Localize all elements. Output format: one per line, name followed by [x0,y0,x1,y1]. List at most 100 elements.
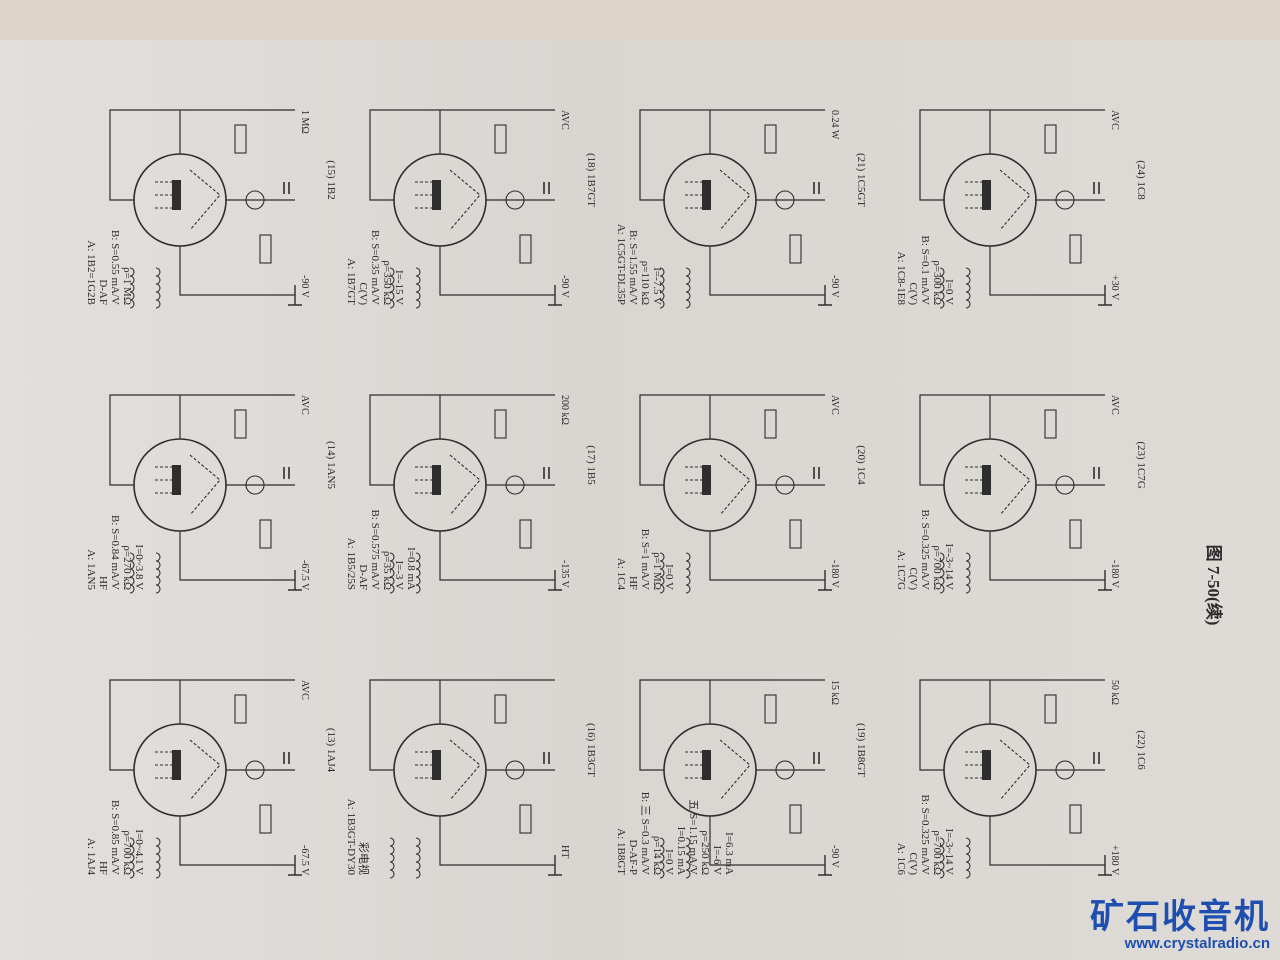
coil-winding [659,837,665,879]
resistor [789,804,802,834]
resistor [519,234,532,264]
circuit-param-label: B: S=0.325 mA/V [919,510,931,591]
resistor [789,234,802,264]
meter [505,475,525,495]
supply-voltage-label: -90 V [559,275,570,299]
circuit-param-label: B: S=0.55 mA/V [109,230,121,305]
circuit-param-label: ρ=350 kΩ [381,260,393,305]
meter [505,760,525,780]
ground-symbol [818,285,832,306]
tube-grid [415,739,481,801]
circuit-caption: (24) 1C8 [1135,160,1147,200]
meter [245,475,265,495]
ground-symbol [288,285,302,306]
coil-winding [129,837,135,879]
circuit-param-label: A: 1B7GT [345,258,357,305]
circuit-caption: (13) 1AJ4 [325,728,337,773]
coil-winding [939,837,945,879]
capacitor [283,182,290,194]
circuit-param-label: 彩电视 [357,842,371,875]
circuit-param-label: I=-3~14 V [943,829,955,876]
tube-cathode [982,180,991,210]
circuit-param-label: B: S=1.55 mA/V [627,230,639,305]
circuit-caption: (18) 1B7GT [585,153,597,207]
circuit-param-label: I=-6 V [711,845,723,875]
circuit-param-label: A: 1B2=1G2B [85,240,97,305]
circuit-param-label: D-AF [97,279,109,305]
capacitor [283,467,290,479]
extra-label: AVC [1109,395,1120,415]
ground-symbol [1098,285,1112,306]
tube-grid [965,169,1031,231]
supply-voltage-label: -90 V [829,275,840,299]
circuit-caption: (16) 1B3GT [585,723,597,777]
extra-label: 15 kΩ [829,680,840,705]
ground-symbol [818,570,832,591]
circuit-param-label: HF [627,576,639,590]
extra-label: AVC [1109,110,1120,130]
resistor [494,409,507,439]
circuit-param-label: B: S=0.85 mA/V [109,800,121,875]
coil-winding [155,837,161,879]
circuit-param-label: ρ=14 kΩ [651,836,663,875]
meter [775,760,795,780]
circuit-wiring [109,109,295,296]
circuit-wiring [919,109,1105,296]
ground-symbol [288,855,302,876]
ground-symbol [288,570,302,591]
circuit-param-label: I=0~3.8 V [133,544,145,590]
extra-label: 0.24 W [829,110,840,140]
resistor [1069,519,1082,549]
resistor [764,124,777,154]
tube-cathode [432,750,441,780]
circuit-caption: (23) 1C7G [1135,441,1147,488]
capacitor [813,752,820,764]
meter [245,760,265,780]
circuit-wiring [919,394,1105,581]
circuit-param-label: A: 1C8-1E8 [895,252,907,306]
circuit-param-label: I=-3 V [393,560,405,590]
circuit-wiring [369,679,555,866]
circuit-wiring [639,679,825,866]
coil-winding [415,267,421,309]
tube-grid [965,454,1031,516]
tube-cathode [702,750,711,780]
circuit-param-label: I=0.15 mA [675,827,687,875]
resistor [234,124,247,154]
coil-winding [129,267,135,309]
capacitor [813,467,820,479]
circuit-param-label: ρ=700 kΩ [931,830,943,875]
circuit-wiring [369,394,555,581]
circuit-param-label: D-AF-P [627,840,639,875]
resistor [1044,694,1057,724]
circuit-param-label: I=0.8 mA [405,547,417,590]
meter [1055,475,1075,495]
capacitor [813,182,820,194]
tube-cathode [702,465,711,495]
circuit-caption: (21) 1C5GT [855,153,867,207]
circuit-param-label: A: 1C5GT-DL35P [615,224,627,305]
resistor [494,694,507,724]
tube-grid [685,739,751,801]
tube-grid [685,169,751,231]
circuit-param-label: ρ=1 MΩ [121,267,133,305]
extra-label: AVC [299,395,310,415]
tube-grid [965,739,1031,801]
meter [775,190,795,210]
circuit-param-label: A: 1B3GT-DY30 [345,799,357,876]
circuit-param-label: ρ=700 kΩ [121,830,133,875]
circuit-caption: (20) 1C4 [855,445,867,485]
supply-voltage-label: +30 V [1109,275,1120,301]
coil-winding [389,267,395,309]
circuit-param-label: ρ=110 kΩ [639,261,651,305]
resistor [259,234,272,264]
supply-voltage-label: -90 V [299,275,310,299]
circuit-caption: (17) 1B5 [585,445,597,485]
circuit-param-label: A: 1C7G [895,550,907,590]
circuit-param-label: A: 1AN5 [85,549,97,590]
supply-voltage-label: -180 V [829,560,840,589]
